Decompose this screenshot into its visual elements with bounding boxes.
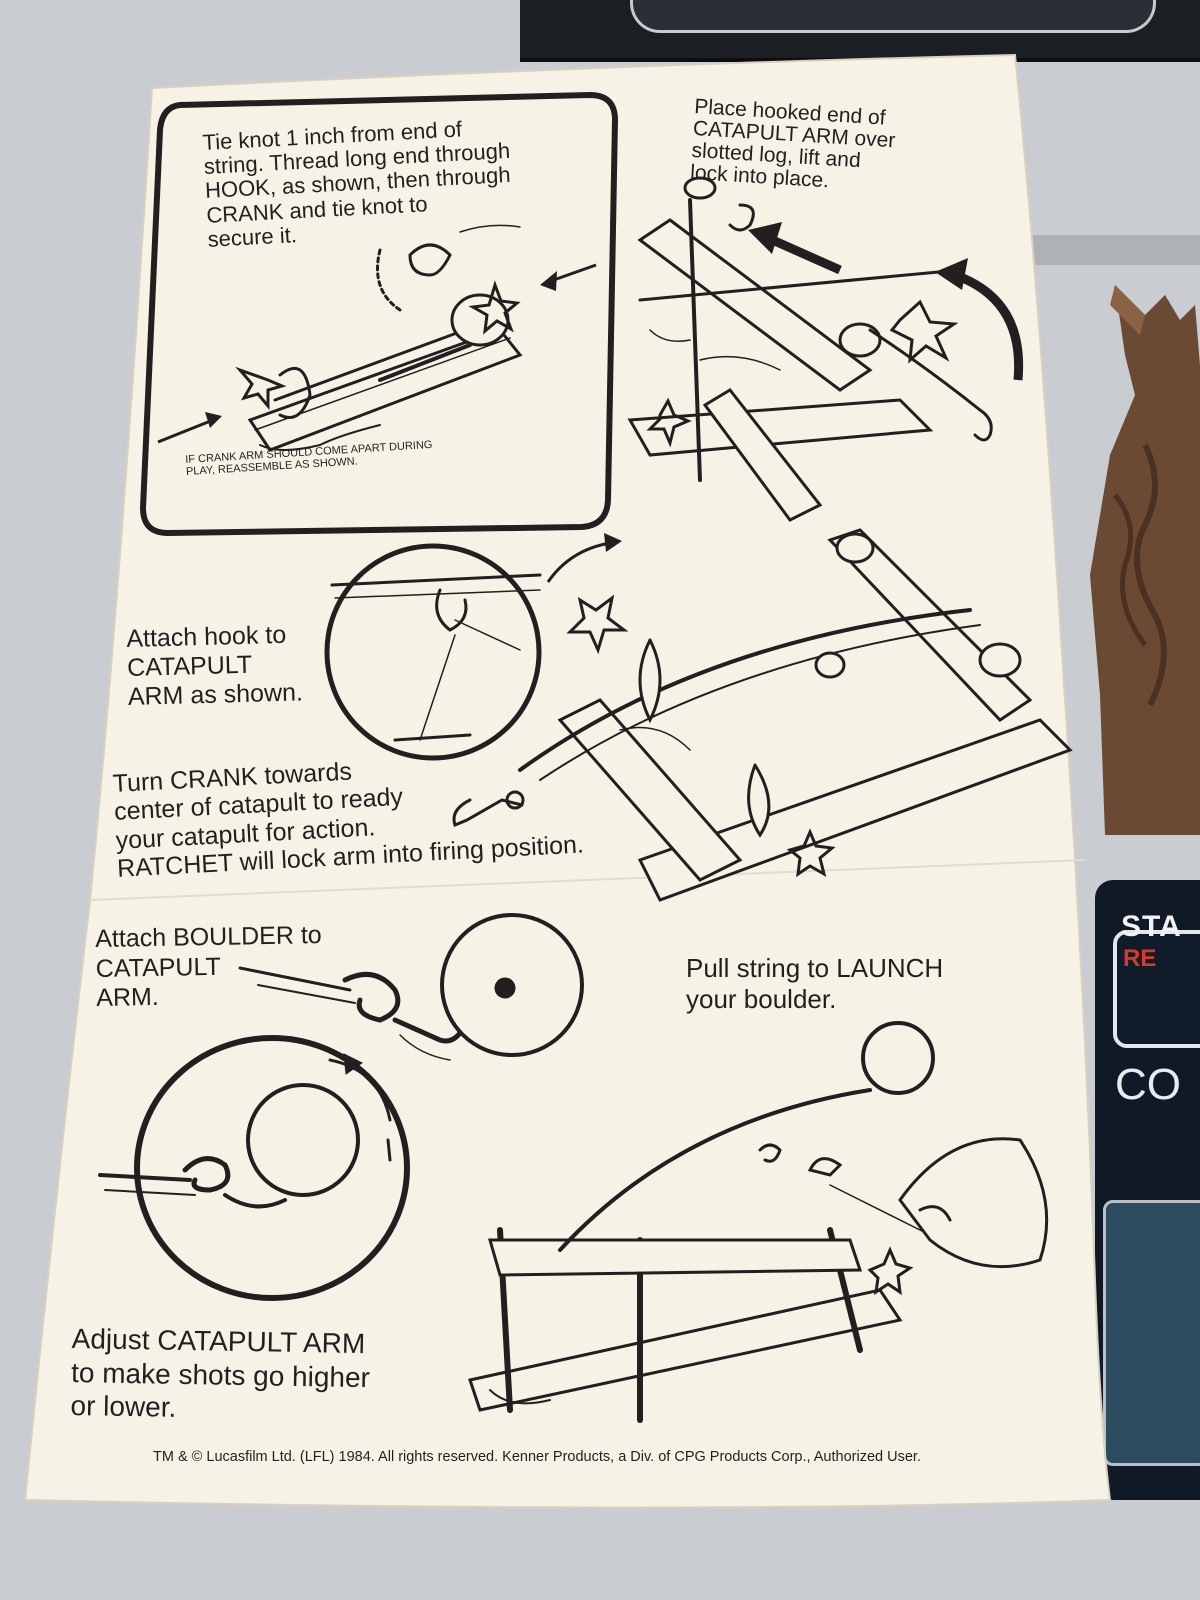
panel-instructions-text: Tie knot 1 inch from end of string. Thre… (201, 116, 512, 252)
toy-box-logo-red: RE (1123, 945, 1157, 972)
toy-box-logo-frame (1113, 930, 1200, 1048)
background-box-top (520, 0, 1200, 62)
hook-detail-illustration (324, 543, 542, 761)
toy-box-photo (1103, 1200, 1200, 1466)
adjust-arm-text: Adjust CATAPULT ARM to make shots go hig… (70, 1322, 371, 1424)
copyright-footer: TM & © Lucasfilm Ltd. (LFL) 1984. All ri… (153, 1449, 921, 1465)
arrow-icon (157, 416, 219, 444)
turn-crank-text: Turn CRANK towards center of catapult to… (112, 757, 585, 883)
toy-box-logo-top: STA (1121, 910, 1182, 943)
background-shelf (1030, 235, 1200, 265)
place-arm-text: Place hooked end of CATAPULT ARM over sl… (689, 95, 897, 193)
background-box-window (630, 0, 1156, 33)
launch-text: Pull string to LAUNCH your boulder. (686, 953, 944, 1014)
background-toy-box: STA RE CO (1095, 880, 1200, 1500)
panel-note-text: IF CRANK ARM SHOULD COME APART DURING PL… (184, 438, 433, 478)
attach-boulder-text: Attach BOULDER to CATAPULT ARM. (95, 921, 322, 1012)
toy-box-text: CO (1115, 1060, 1181, 1109)
curved-arrow-icon (546, 541, 611, 583)
curved-arrow-icon (953, 270, 1024, 381)
catapult-launch-illustration (468, 1021, 1049, 1423)
arrow-icon (547, 263, 597, 284)
arrow-icon (766, 233, 842, 275)
attach-hook-text: Attach hook to CATAPULT ARM as shown. (126, 620, 304, 711)
crank-assembly-illustration (235, 224, 523, 452)
boulder-detail-illustration (98, 1035, 410, 1301)
ewok-figure-toy (1090, 285, 1200, 835)
place-arm-illustration (627, 176, 993, 522)
